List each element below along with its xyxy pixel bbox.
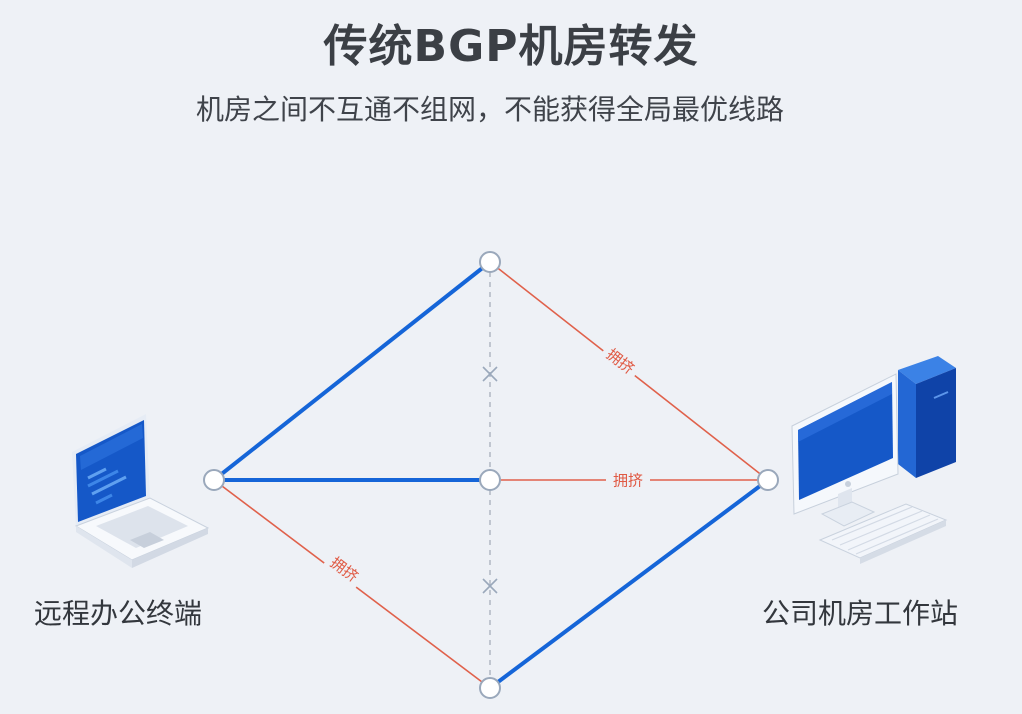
laptop-icon	[72, 414, 210, 568]
path-link-bottom-right	[488, 478, 770, 690]
node-center	[479, 469, 501, 491]
page-subtitle: 机房之间不互通不组网，不能获得全局最优线路	[195, 93, 784, 126]
page-title: 传统BGP机房转发	[323, 21, 699, 72]
company-workstation-label: 公司机房工作站	[762, 597, 959, 630]
x-icon	[482, 366, 498, 382]
node-bottom	[479, 677, 501, 699]
node-top	[479, 251, 501, 273]
node-right	[757, 469, 779, 491]
congested-label-middle: 拥挤	[613, 472, 643, 490]
node-left	[203, 469, 225, 491]
desktop-computer-icon	[791, 356, 956, 564]
path-link-left-top	[212, 260, 492, 482]
x-icon	[482, 578, 498, 594]
remote-terminal-label: 远程办公终端	[34, 597, 203, 630]
